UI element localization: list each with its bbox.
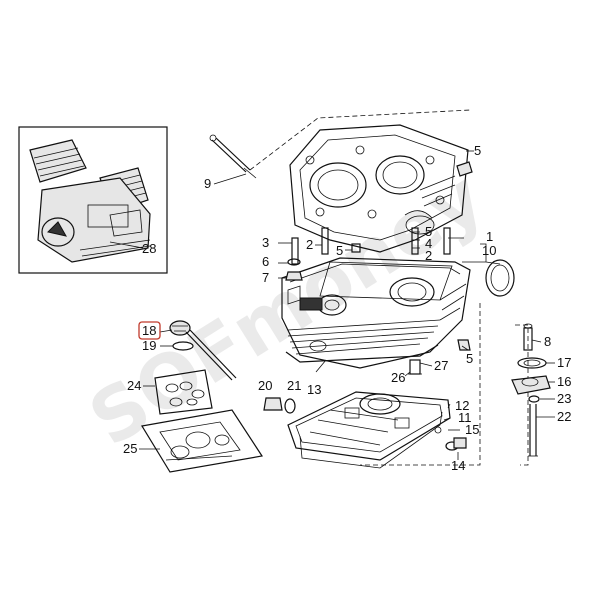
callout-14: 14	[451, 458, 465, 473]
callout-19: 19	[142, 338, 156, 353]
callout-5-middle: 5	[336, 243, 343, 258]
part-studs-right	[411, 227, 451, 255]
part-10-seal	[485, 259, 515, 297]
callout-3: 3	[262, 235, 269, 250]
part-9-pin	[209, 134, 257, 179]
callout-10: 10	[482, 243, 496, 258]
lower-crankcase	[281, 257, 471, 369]
oil-pump-group	[511, 323, 551, 457]
callout-28: 28	[142, 241, 156, 256]
callout-24: 24	[127, 378, 141, 393]
callout-1: 1	[486, 229, 493, 244]
part-21-washer	[284, 398, 296, 414]
callout-18: 18	[142, 323, 156, 338]
part-3-stud	[291, 237, 299, 265]
callout-4: 4	[425, 236, 432, 251]
callout-21: 21	[287, 378, 301, 393]
callout-7: 7	[262, 270, 269, 285]
upper-crankcase	[289, 124, 469, 253]
callout-16: 16	[557, 374, 571, 389]
callout-5-right: 5	[425, 224, 432, 239]
callout-5-lower: 5	[466, 351, 473, 366]
callout-6: 6	[262, 254, 269, 269]
gasket-kit-25	[141, 409, 264, 473]
callout-11: 11	[458, 410, 472, 425]
callout-27: 27	[434, 358, 448, 373]
part-dipstick-rod	[185, 329, 237, 381]
part-5-dowel-middle	[351, 243, 361, 253]
part-18-filler-cap	[169, 320, 191, 336]
highlight-box-18	[138, 321, 161, 340]
part-2-stud-left	[321, 227, 329, 255]
callout-13: 13	[307, 382, 321, 397]
callout-25: 25	[123, 441, 137, 456]
callout-2-left: 2	[306, 237, 313, 252]
callout-17: 17	[557, 355, 571, 370]
callout-15: 15	[465, 422, 479, 437]
part-5-dowel-top	[456, 161, 473, 177]
cylinder-group-outline	[249, 109, 471, 171]
gasket-kit-24	[154, 369, 213, 415]
oil-pump-group-outline	[515, 324, 529, 466]
oil-sump	[287, 391, 451, 469]
engine-thumbnail	[18, 126, 168, 274]
part-6-washer	[287, 258, 301, 266]
sump-group-outline	[360, 303, 481, 466]
part-5-dowel-lower	[457, 339, 471, 351]
thumbnail-frame	[18, 126, 168, 274]
part-14-bolt	[453, 437, 467, 449]
callout-20: 20	[258, 378, 272, 393]
part-7-nut	[285, 271, 303, 281]
callout-26: 26	[391, 370, 405, 385]
callout-8: 8	[544, 334, 551, 349]
callout-12: 12	[455, 398, 469, 413]
callout-9: 9	[204, 176, 211, 191]
callout-22: 22	[557, 409, 571, 424]
leader-lines	[109, 150, 555, 460]
callout-labels: 5 1 10 3 6 7 2 5 5 4 2 9 5 13 26 27 12 1…	[123, 143, 571, 473]
part-20-plug	[263, 397, 283, 411]
callout-23: 23	[557, 391, 571, 406]
callout-5-top: 5	[474, 143, 481, 158]
callout-2-right: 2	[425, 248, 432, 263]
part-26-plug	[408, 359, 422, 375]
